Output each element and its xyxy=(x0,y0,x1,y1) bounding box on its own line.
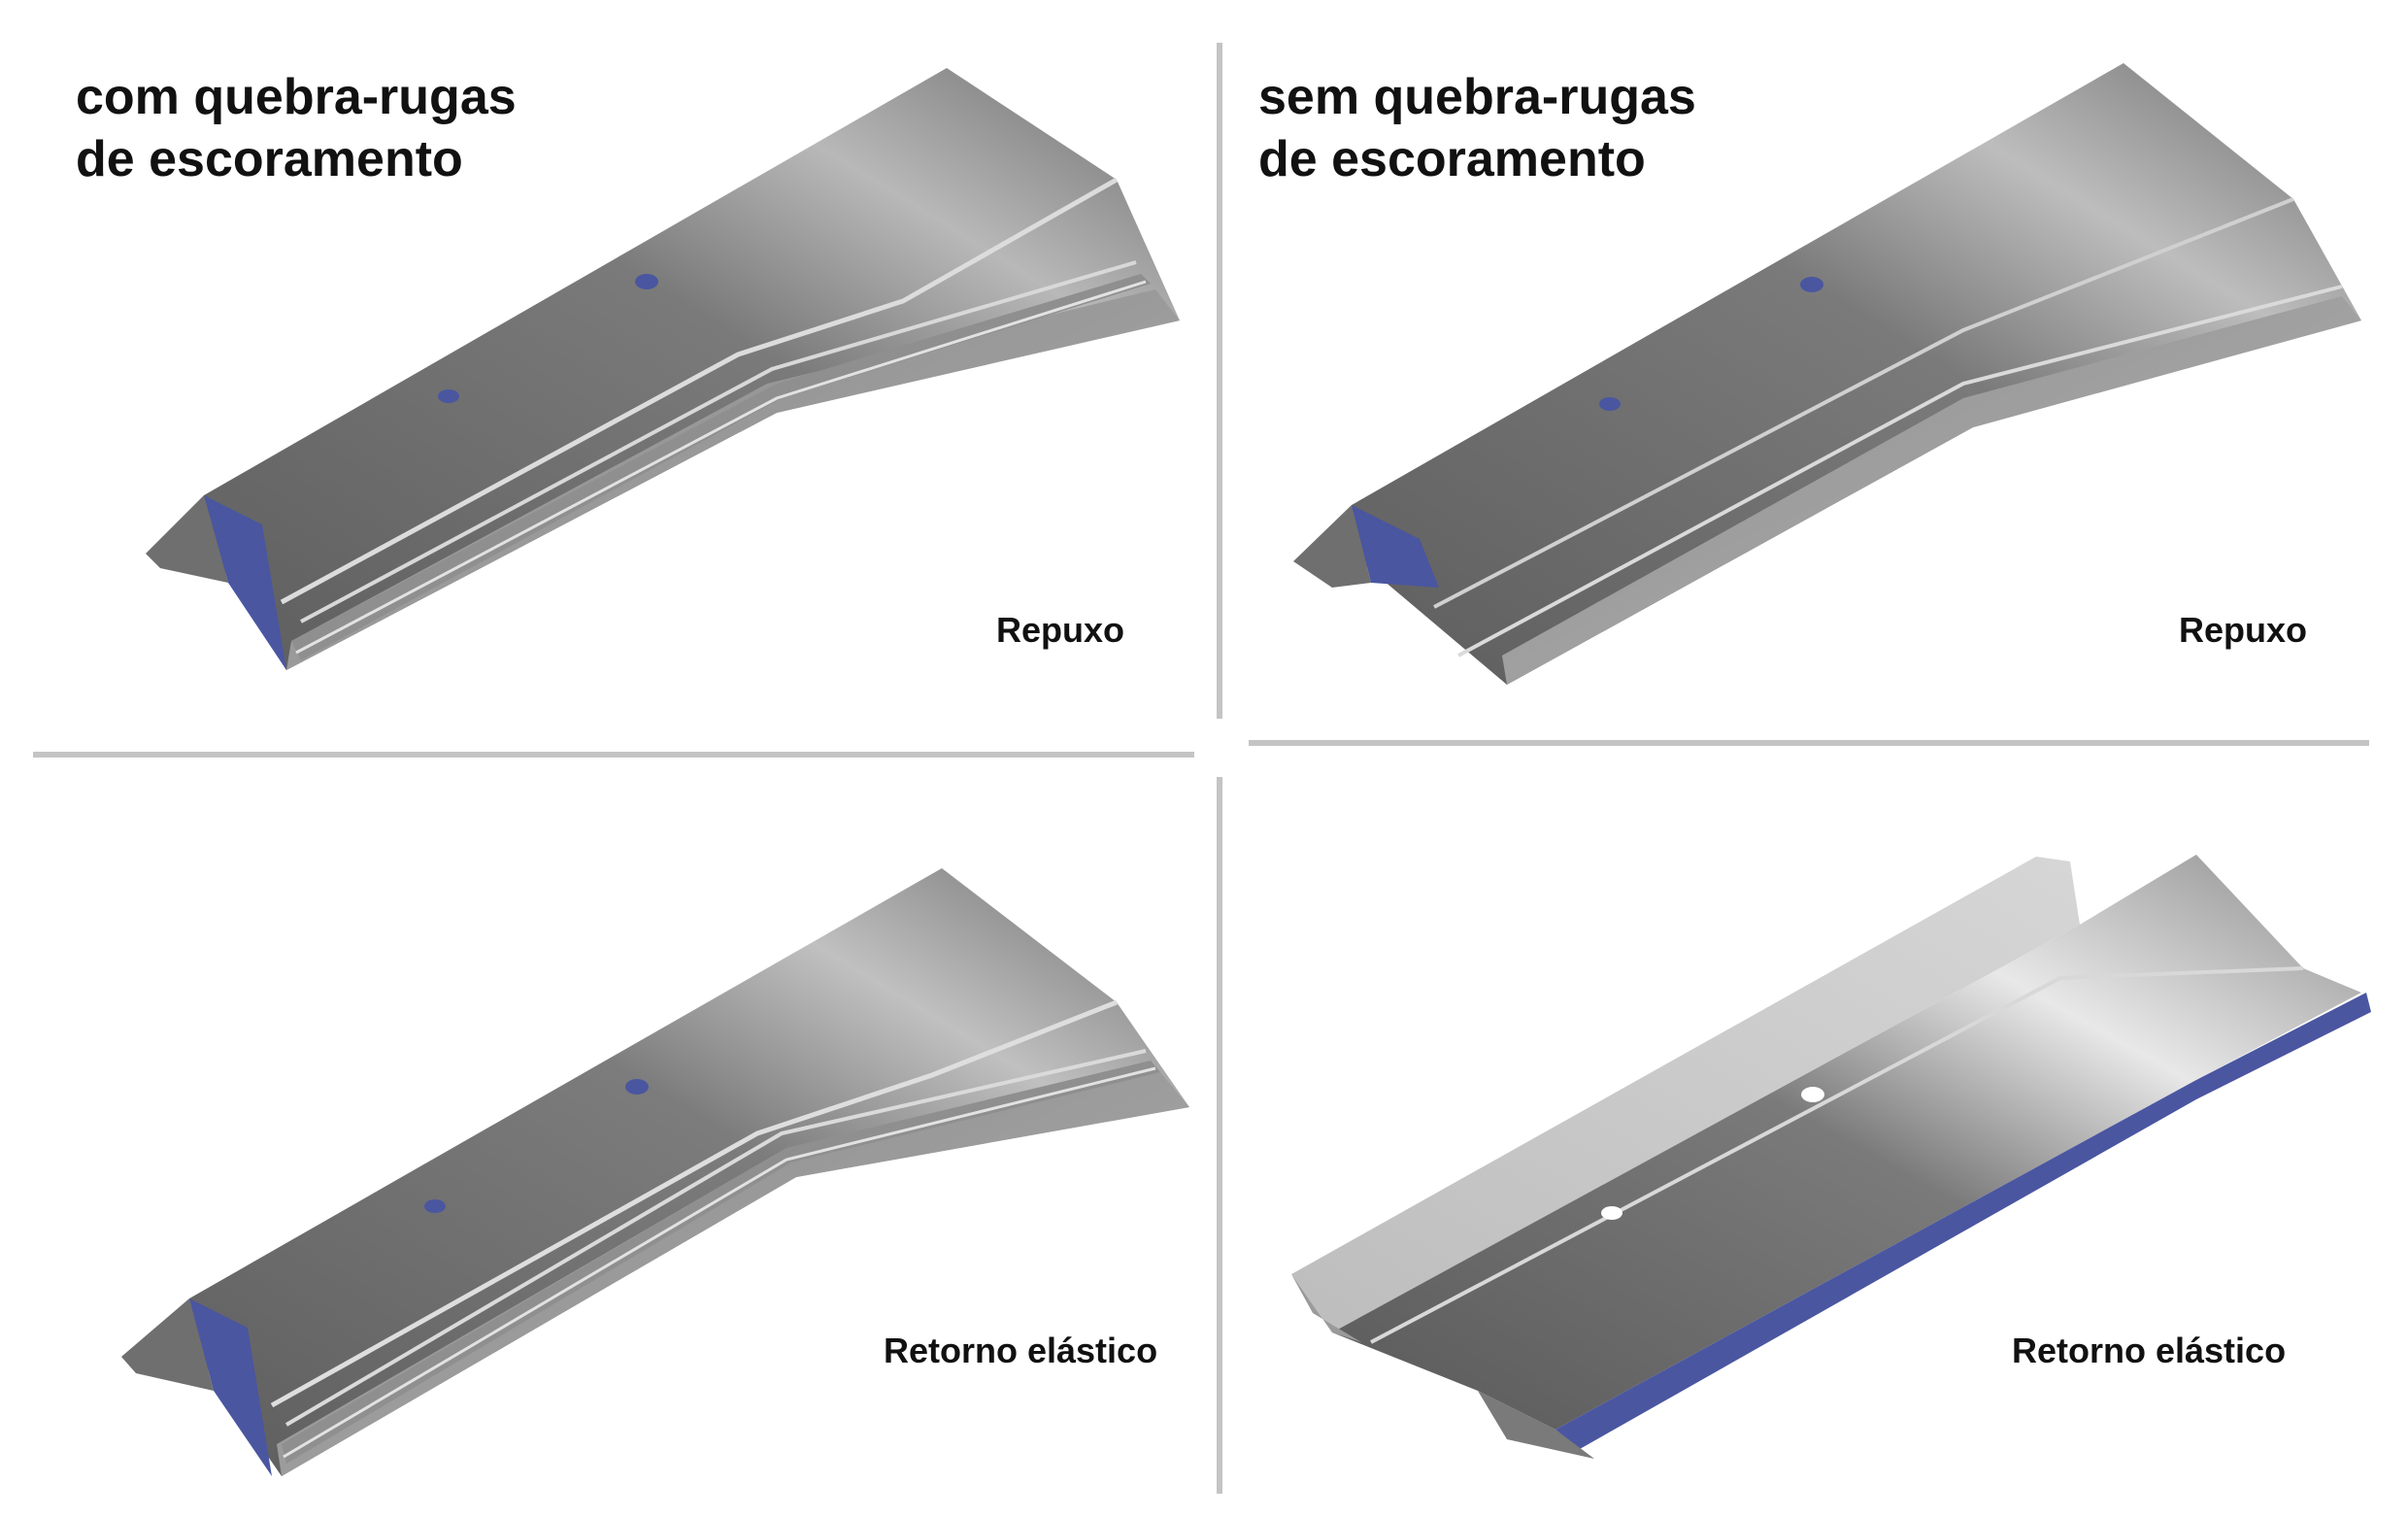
heading-line-2: de escoramento xyxy=(1258,131,1646,187)
ridge-highlight xyxy=(280,177,1119,605)
hole-2 xyxy=(635,274,658,289)
stage-label-springback: Retorno elástico xyxy=(884,1331,1158,1370)
inner-blue-face xyxy=(189,1298,272,1476)
panel-with-binder-springback: Retorno elástico xyxy=(0,759,1204,1517)
hole-2 xyxy=(1800,277,1823,292)
ridge-highlight xyxy=(270,999,1118,1408)
bead-line-1 xyxy=(284,1049,1147,1427)
left-flange xyxy=(146,495,228,583)
ridge-highlight-2 xyxy=(1433,197,2294,609)
top-surface xyxy=(204,68,1180,670)
stage-label-draw: Repuxo xyxy=(996,610,1125,650)
heading-without-binder: sem quebra-rugas de escoramento xyxy=(1258,66,1696,190)
bead-line-1 xyxy=(300,260,1137,624)
stage-label-draw: Repuxo xyxy=(2179,610,2308,650)
hole-1 xyxy=(1599,397,1621,411)
side-wall xyxy=(1502,296,2361,685)
part-illustration-without-beads-springback xyxy=(1291,855,2371,1459)
ridge-highlight xyxy=(1457,285,2343,657)
top-surface xyxy=(1332,855,2361,1430)
top-surface xyxy=(1352,63,2361,685)
panel-with-binder-draw: com quebra-rugas de escoramento Repuxo xyxy=(0,0,1204,748)
heading-with-binder: com quebra-rugas de escoramento xyxy=(76,66,517,190)
front-curl xyxy=(1478,1391,1594,1459)
vertical-divider-bottom xyxy=(1217,777,1222,1494)
back-wall xyxy=(1291,857,2080,1332)
panel-without-binder-draw: sem quebra-rugas de escoramento Repuxo xyxy=(1225,0,2408,738)
bead-line-2 xyxy=(283,1066,1156,1459)
hole-2 xyxy=(625,1079,649,1095)
horizontal-divider-left xyxy=(33,752,1194,758)
heading-line-1: sem quebra-rugas xyxy=(1258,69,1696,125)
panel-without-binder-springback: Retorno elástico xyxy=(1225,759,2408,1517)
hole-1 xyxy=(424,1199,446,1213)
vertical-divider-top xyxy=(1217,43,1222,719)
inner-blue-face xyxy=(204,495,286,670)
left-flange xyxy=(1293,505,1371,588)
part-illustration-with-beads-springback xyxy=(121,868,1189,1476)
heading-line-1: com quebra-rugas xyxy=(76,69,517,125)
side-wall xyxy=(277,1072,1189,1476)
part-illustration-without-beads-draw xyxy=(1293,63,2361,685)
hole-1 xyxy=(1601,1206,1622,1220)
side-wall xyxy=(286,289,1180,670)
inner-blue-face xyxy=(1352,505,1439,588)
heading-line-2: de escoramento xyxy=(76,131,463,187)
left-flange xyxy=(121,1298,214,1391)
hole-1 xyxy=(438,389,459,403)
hole-2 xyxy=(1801,1087,1824,1102)
bead-line-2 xyxy=(295,280,1147,655)
part-illustration-with-beads-draw xyxy=(146,68,1180,670)
horizontal-divider-right xyxy=(1249,740,2369,746)
inner-blue-face xyxy=(1555,993,2371,1449)
stage-label-springback: Retorno elástico xyxy=(2012,1331,2287,1370)
ridge-highlight xyxy=(1370,966,2304,1344)
